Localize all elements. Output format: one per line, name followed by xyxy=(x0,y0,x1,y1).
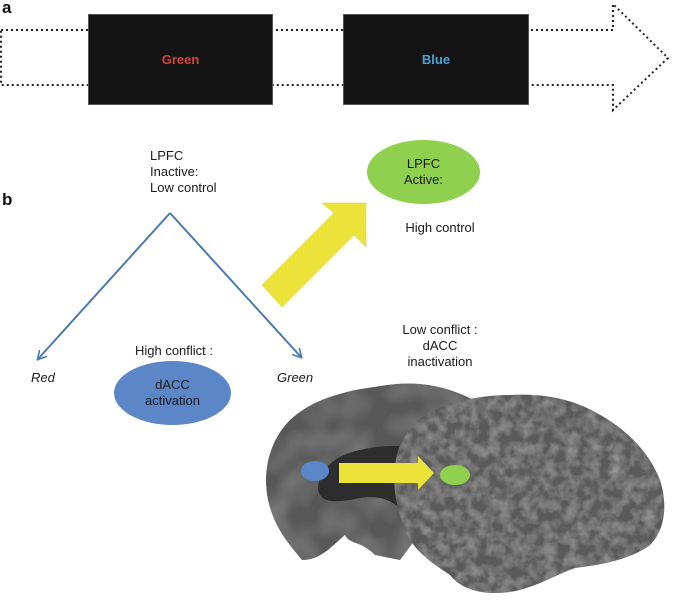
high-control-caption: High control xyxy=(405,220,475,235)
stimulus-word-1: Green xyxy=(161,52,200,67)
lateral-hemisphere xyxy=(394,394,665,594)
lpfc-marker xyxy=(440,465,470,485)
low-conflict-line3: inactivation xyxy=(407,354,473,369)
high-conflict-caption: High conflict : xyxy=(134,343,214,358)
stimulus-box-1: Green xyxy=(88,14,273,105)
lpfc-inactive-label: LPFC Inactive: Low control xyxy=(120,148,260,196)
dacc-activation-line1: dACC xyxy=(155,377,190,392)
dacc-activation-ellipse: dACC activation xyxy=(114,361,231,425)
dacc-marker xyxy=(301,461,329,481)
lpfc-active-ellipse: LPFC Active: xyxy=(367,140,480,204)
brain-yellow-arrow xyxy=(339,456,434,490)
panel-b-label: b xyxy=(2,190,13,209)
line-to-red xyxy=(38,212,171,359)
lpfc-inactive-line2: Inactive: xyxy=(150,164,199,179)
low-conflict-label: Low conflict : dACC inactivation xyxy=(380,322,500,370)
lpfc-active-line2: Active: xyxy=(403,172,443,187)
lpfc-inactive-line1: LPFC xyxy=(150,148,184,163)
line-to-green xyxy=(169,212,301,357)
response-green: Green xyxy=(277,370,314,385)
response-red: Red xyxy=(31,370,55,385)
stimulus-word-2: Blue xyxy=(421,52,451,67)
dacc-activation-line2: activation xyxy=(145,393,200,408)
lpfc-inactive-line3: Low control xyxy=(150,180,217,195)
panel-a-label: a xyxy=(2,0,12,17)
lpfc-active-line1: LPFC xyxy=(406,156,441,171)
low-conflict-line1: Low conflict : xyxy=(402,322,478,337)
low-conflict-line2: dACC xyxy=(422,338,458,353)
yellow-transition-arrow xyxy=(261,202,367,308)
stimulus-box-2: Blue xyxy=(343,14,529,105)
